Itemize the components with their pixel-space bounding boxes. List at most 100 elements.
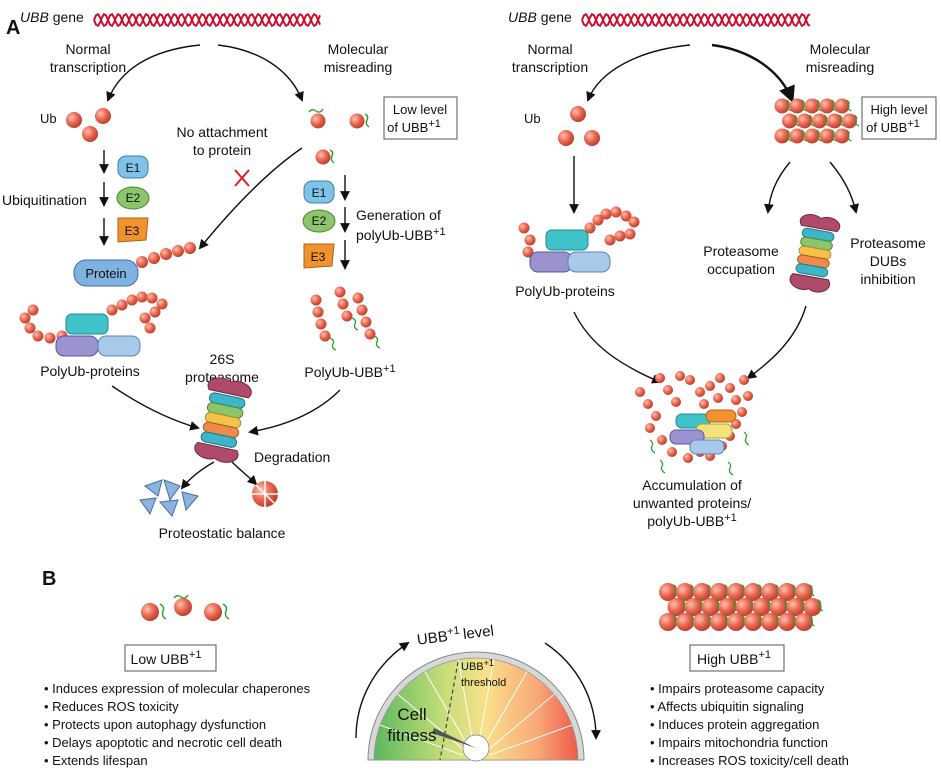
ubb-plus1-ball xyxy=(842,113,857,129)
accumulation-line3: polyUb-UBB+1 xyxy=(647,512,737,529)
ubb-tail xyxy=(846,129,852,142)
ubb-tail xyxy=(808,114,815,127)
dubs-line3: inhibition xyxy=(860,271,915,287)
ubb-tail xyxy=(783,599,790,612)
degraded-ubiquitin-fragments xyxy=(252,481,278,507)
ubb-tail xyxy=(724,584,730,597)
ubb-tail xyxy=(853,114,860,127)
arrow-polyub-proteasome xyxy=(111,385,200,431)
normal-transcription-left-line2: transcription xyxy=(50,59,126,75)
e3-enzyme xyxy=(117,217,149,243)
e2-label: E2 xyxy=(126,191,141,205)
aggregate-ubiquitin-ball xyxy=(715,373,725,383)
occupation-line2: occupation xyxy=(707,261,775,277)
high-effect-4: • Impairs mitochondria function xyxy=(650,735,828,750)
arrow-normal-right xyxy=(586,44,691,102)
ubb-plus1-ball xyxy=(789,98,805,114)
ubb-plus1-ball xyxy=(744,613,762,631)
dubs-line2: DUBs xyxy=(870,253,907,269)
ub-label-right: Ub xyxy=(524,111,541,126)
misreading-right-line1: Molecular xyxy=(810,41,871,57)
ubb-gene-label-right: UBB gene xyxy=(508,9,572,25)
ubb-plus1-ball xyxy=(676,613,694,631)
ubb-plus1-ball xyxy=(804,98,820,114)
gauge-segment-line xyxy=(457,659,475,747)
aggregate-ubb-tail xyxy=(659,459,666,474)
ubb-level-gauge xyxy=(355,641,601,762)
arrow-polyub-accumulation xyxy=(573,311,662,384)
aggregate-ubiquitin-ball xyxy=(635,387,645,397)
no-attachment-line1: No attachment xyxy=(176,124,267,140)
ubb-tail xyxy=(816,129,822,142)
ubb-plus1-ball xyxy=(782,113,797,129)
ubb-tail xyxy=(809,584,815,597)
ubb-plus1-ball xyxy=(659,613,677,631)
aggregate-ubiquitin-ball xyxy=(645,423,655,433)
arrow-no-attachment xyxy=(198,147,303,250)
ubb-tail xyxy=(673,614,679,627)
aggregate-ubb-tail xyxy=(743,431,750,446)
low-effect-3: • Protects upon autophagy dysfunction xyxy=(44,717,266,732)
ubb-plus1-ball xyxy=(676,583,694,601)
high-effect-3: • Induces protein aggregation xyxy=(650,717,819,732)
aggregate-ubiquitin-ball xyxy=(675,371,685,381)
ubb-plus1-ball xyxy=(659,583,677,601)
ubiquitin-ball xyxy=(66,112,82,128)
misreading-left-line2: misreading xyxy=(324,59,392,75)
ubb-plus1-ball xyxy=(761,583,779,601)
protein-shape xyxy=(73,259,139,287)
proteasome-26s-icon xyxy=(194,377,252,463)
low-effect-4: • Delays apoptotic and necrotic cell dea… xyxy=(44,735,282,750)
polyub-proteins-label-right: PolyUb-proteins xyxy=(515,283,615,299)
aggregate-ubiquitin-ball xyxy=(651,411,661,421)
cell-fitness-line1: Cell xyxy=(397,705,426,724)
threshold-line xyxy=(439,661,459,761)
aggregate-protein xyxy=(689,439,725,455)
gauge-segment-line xyxy=(482,671,528,749)
ubb-plus1-ball xyxy=(786,598,805,616)
aggregate-ubiquitin-ball xyxy=(643,399,653,409)
ubb-plus1-ball xyxy=(774,128,790,144)
ubb-tail xyxy=(800,599,807,612)
high-ubb-label: High UBB+1 xyxy=(697,649,771,667)
proteasome-26s-line2: proteasome xyxy=(185,369,259,385)
ubb-plus1-high-cluster-a xyxy=(774,98,860,144)
panel-b-label: B xyxy=(42,568,56,590)
ubb-plus1-ball xyxy=(710,613,728,631)
ubb-tail xyxy=(793,114,800,127)
blocked-cross-icon xyxy=(234,169,250,187)
ubb-tail xyxy=(801,129,807,142)
aggregate-ubiquitin-ball xyxy=(683,453,693,463)
degradation-label: Degradation xyxy=(254,449,330,465)
ubb-plus1-ball xyxy=(710,583,728,601)
low-level-line2: of UBB+1 xyxy=(387,118,441,135)
aggregate-ubiquitin-ball xyxy=(731,395,741,405)
arrow-polyubb-proteasome xyxy=(248,389,341,436)
aggregate-ubiquitin-ball xyxy=(705,381,715,391)
high-ubb-box xyxy=(689,644,785,672)
e3-label: E3 xyxy=(125,224,140,238)
low-ubb-monomers xyxy=(141,594,230,621)
ubb-plus1-ball xyxy=(797,113,812,129)
e3-label: E3 xyxy=(311,250,326,264)
low-effect-2: • Reduces ROS toxicity xyxy=(44,699,179,714)
ubb-tail xyxy=(758,584,764,597)
ubb-plus1-monomers-left xyxy=(308,108,370,165)
aggregate-ubiquitin-ball xyxy=(655,373,665,383)
occupation-line1: Proteasome xyxy=(703,243,779,259)
polyub-ubb-chains xyxy=(310,286,381,351)
ubiquitin-ball xyxy=(584,130,600,146)
ubb-tail xyxy=(817,599,824,612)
arrow-to-occupation xyxy=(764,161,791,214)
generation-line2: polyUb-UBB+1 xyxy=(356,226,446,243)
e2-enzyme xyxy=(116,186,150,210)
ubb-tail xyxy=(741,614,747,627)
ubb-plus1-ball xyxy=(803,598,822,616)
ubb-tail xyxy=(823,114,830,127)
e2-enzyme xyxy=(302,209,336,233)
aggregate-ubiquitin-ball xyxy=(663,385,673,395)
ubb-tail xyxy=(846,99,852,112)
aggregate-ubiquitin-ball xyxy=(737,407,747,417)
